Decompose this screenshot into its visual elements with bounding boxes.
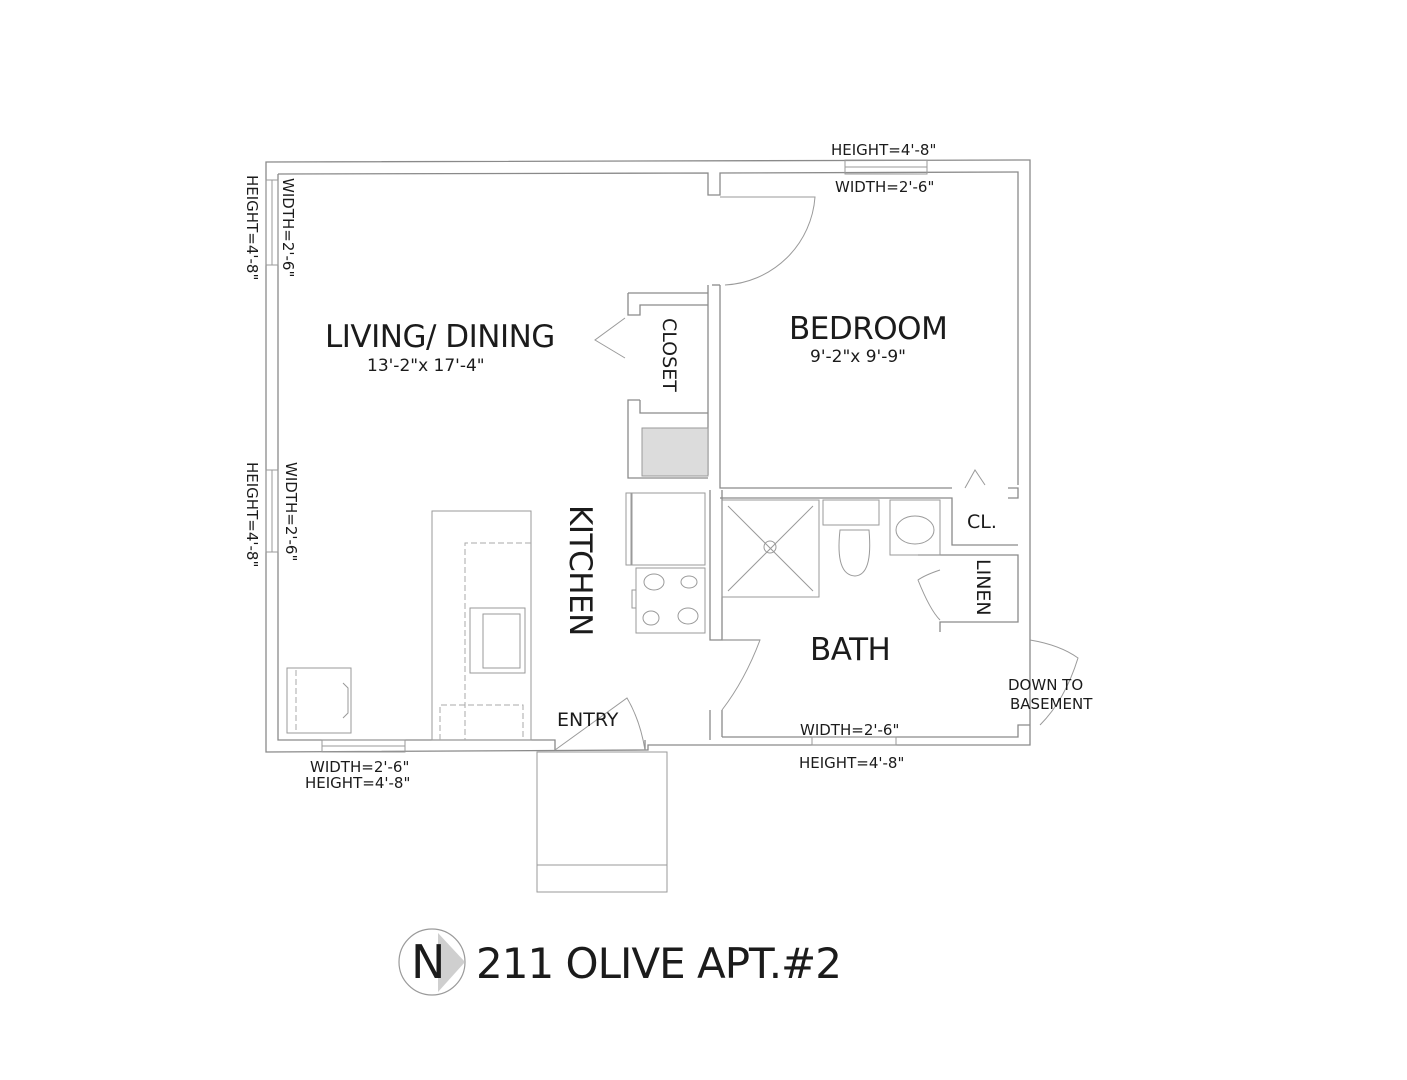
closet-label: CLOSET	[658, 318, 680, 392]
cl-door	[964, 469, 986, 489]
window-top-width: WIDTH=2'-6"	[835, 178, 934, 196]
toilet	[822, 499, 880, 577]
stove	[631, 567, 706, 634]
interior-walls	[627, 284, 1019, 740]
kitchen-label: KITCHEN	[562, 505, 598, 636]
basement-label: BASEMENT	[1010, 695, 1093, 713]
window-bottom-bath-width: WIDTH=2'-6"	[800, 721, 899, 739]
bathroom-sink	[889, 499, 941, 556]
porch	[536, 751, 668, 893]
window-bottom-left-width: WIDTH=2'-6"	[310, 758, 409, 776]
window-left-lower-height: HEIGHT=4'-8"	[243, 462, 261, 567]
closet-door	[594, 317, 626, 359]
bedroom-dims: 9'-2"x 9'-9"	[810, 347, 906, 367]
bedroom-label: BEDROOM	[789, 311, 947, 347]
bedroom-door-swing	[720, 196, 816, 286]
down-to-label: DOWN TO	[1008, 676, 1083, 694]
north-label: N	[411, 935, 445, 989]
plan-title: 211 OLIVE APT.#2	[476, 939, 841, 988]
linen-door-swing	[917, 569, 941, 621]
basement-door-swing	[1029, 639, 1079, 726]
linen-label: LINEN	[972, 559, 994, 616]
bath-door-swing	[721, 639, 761, 711]
window-left-upper-height: HEIGHT=4'-8"	[243, 175, 261, 280]
chair	[286, 667, 352, 734]
entry-door-swing	[554, 697, 646, 751]
kitchen-island	[431, 510, 532, 741]
shower	[721, 499, 820, 598]
windows	[265, 159, 928, 753]
window-bottom-left-height: HEIGHT=4'-8"	[305, 774, 410, 792]
cl-label: CL.	[967, 511, 997, 533]
window-left-lower-width: WIDTH=2'-6"	[282, 462, 300, 561]
north-arrow-icon: N	[398, 928, 466, 996]
dishwasher	[631, 492, 706, 566]
living-dining-dims: 13'-2"x 17'-4"	[367, 356, 485, 376]
refrigerator	[641, 427, 709, 477]
living-dining-label: LIVING/ DINING	[325, 319, 555, 355]
window-bottom-bath-height: HEIGHT=4'-8"	[799, 754, 904, 772]
window-top-height: HEIGHT=4'-8"	[831, 141, 936, 159]
window-left-upper-width: WIDTH=2'-6"	[279, 178, 297, 277]
bath-label: BATH	[810, 632, 890, 668]
entry-label: ENTRY	[557, 709, 619, 731]
